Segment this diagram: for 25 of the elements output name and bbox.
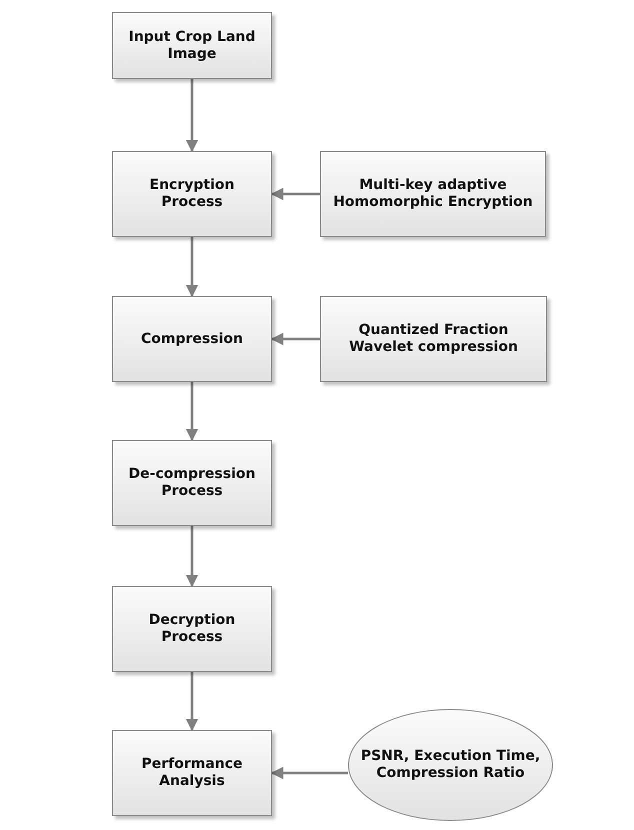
arrow [186, 382, 198, 442]
node-label: Decryption Process [148, 612, 236, 646]
arrow [186, 672, 198, 732]
node-label: Quantized Fraction Wavelet compression [348, 322, 519, 356]
arrow [270, 188, 320, 200]
node-label: De-compression Process [128, 466, 256, 500]
node-label: PSNR, Execution Time, Compression Ratio [360, 748, 542, 782]
node-label: Input Crop Land Image [128, 28, 256, 62]
process-box [112, 440, 272, 526]
arrow [270, 332, 320, 346]
process-box [112, 586, 272, 672]
arrow [186, 526, 198, 588]
node-label: Performance Analysis [140, 756, 244, 790]
arrow [186, 79, 198, 152]
node-label: Encryption Process [148, 177, 236, 211]
arrow [186, 237, 198, 298]
process-box [112, 12, 272, 79]
process-box [112, 296, 272, 382]
process-box [320, 151, 546, 237]
process-box [112, 730, 272, 816]
node-label: Compression [141, 330, 243, 348]
node-label: Multi-key adaptive Homomorphic Encryption [332, 177, 534, 211]
process-box [112, 151, 272, 237]
process-box [320, 296, 547, 382]
arrow [270, 766, 348, 780]
